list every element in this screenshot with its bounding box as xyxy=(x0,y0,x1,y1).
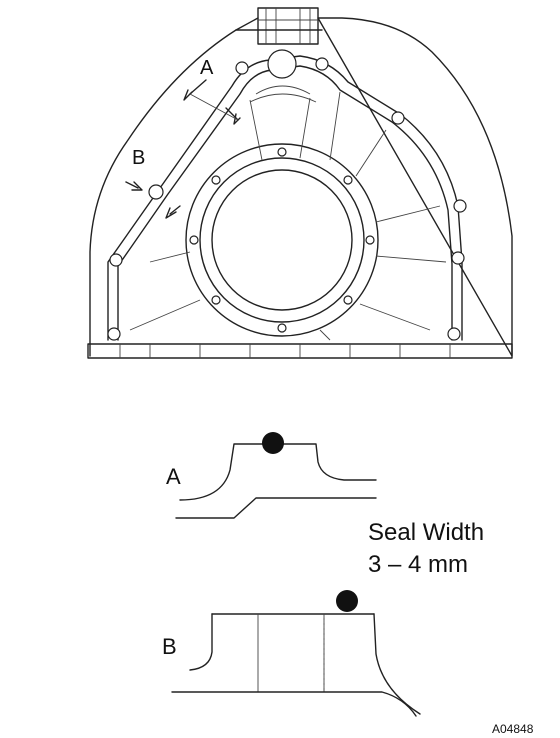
bolt-hole xyxy=(109,253,123,267)
detail-a-seal-bead xyxy=(262,432,284,454)
base-plate-ribs xyxy=(119,344,451,358)
top-flange-ribs xyxy=(258,8,318,44)
seal-width-note: Seal Width 3 – 4 mm xyxy=(368,519,484,578)
seal-width-value: 3 – 4 mm xyxy=(368,551,468,578)
seal-bead-path xyxy=(107,55,463,341)
callout-a-arrows xyxy=(183,79,241,125)
detail-b-seal-bead xyxy=(336,590,358,612)
boss-arc xyxy=(255,85,311,95)
detail-b-left-profile xyxy=(189,613,213,671)
bore-inner xyxy=(211,169,353,311)
detail-b-lower-profile xyxy=(171,691,417,717)
bore-rim xyxy=(199,157,365,323)
top-flange xyxy=(257,7,319,45)
bore-outer xyxy=(185,143,379,337)
bolt-hole xyxy=(451,251,465,265)
seal-width-title: Seal Width xyxy=(368,519,484,546)
detail-b-label: B xyxy=(162,634,177,659)
detail-b-right-profile xyxy=(373,613,421,715)
detail-a: A xyxy=(166,432,377,519)
bolt-hole xyxy=(453,199,467,213)
radial-ribs xyxy=(129,91,447,341)
figure-code: A04848 xyxy=(492,722,534,736)
detail-a-lower-profile xyxy=(175,497,377,519)
housing-outline xyxy=(89,17,513,357)
bolt-hole xyxy=(315,57,329,71)
seal-bead-path-inner xyxy=(117,65,453,341)
base-plate xyxy=(87,343,513,359)
callout-a-label: A xyxy=(200,57,214,79)
bore-bolt-holes xyxy=(189,147,375,333)
bolt-hole xyxy=(107,327,121,341)
detail-a-label: A xyxy=(166,464,181,489)
detail-b: B xyxy=(162,590,421,717)
bolt-hole xyxy=(391,111,405,125)
bolt-hole xyxy=(235,61,249,75)
detail-b-section-lines xyxy=(257,614,325,692)
boss-arc-inner xyxy=(249,93,317,103)
bolt-holes xyxy=(107,49,467,341)
bolt-hole xyxy=(447,327,461,341)
callout-b-arrows xyxy=(125,181,181,219)
callout-b-label: B xyxy=(132,147,145,169)
bolt-hole xyxy=(148,184,164,200)
center-boss-hole xyxy=(267,49,297,79)
housing-illustration: A B xyxy=(87,7,513,359)
